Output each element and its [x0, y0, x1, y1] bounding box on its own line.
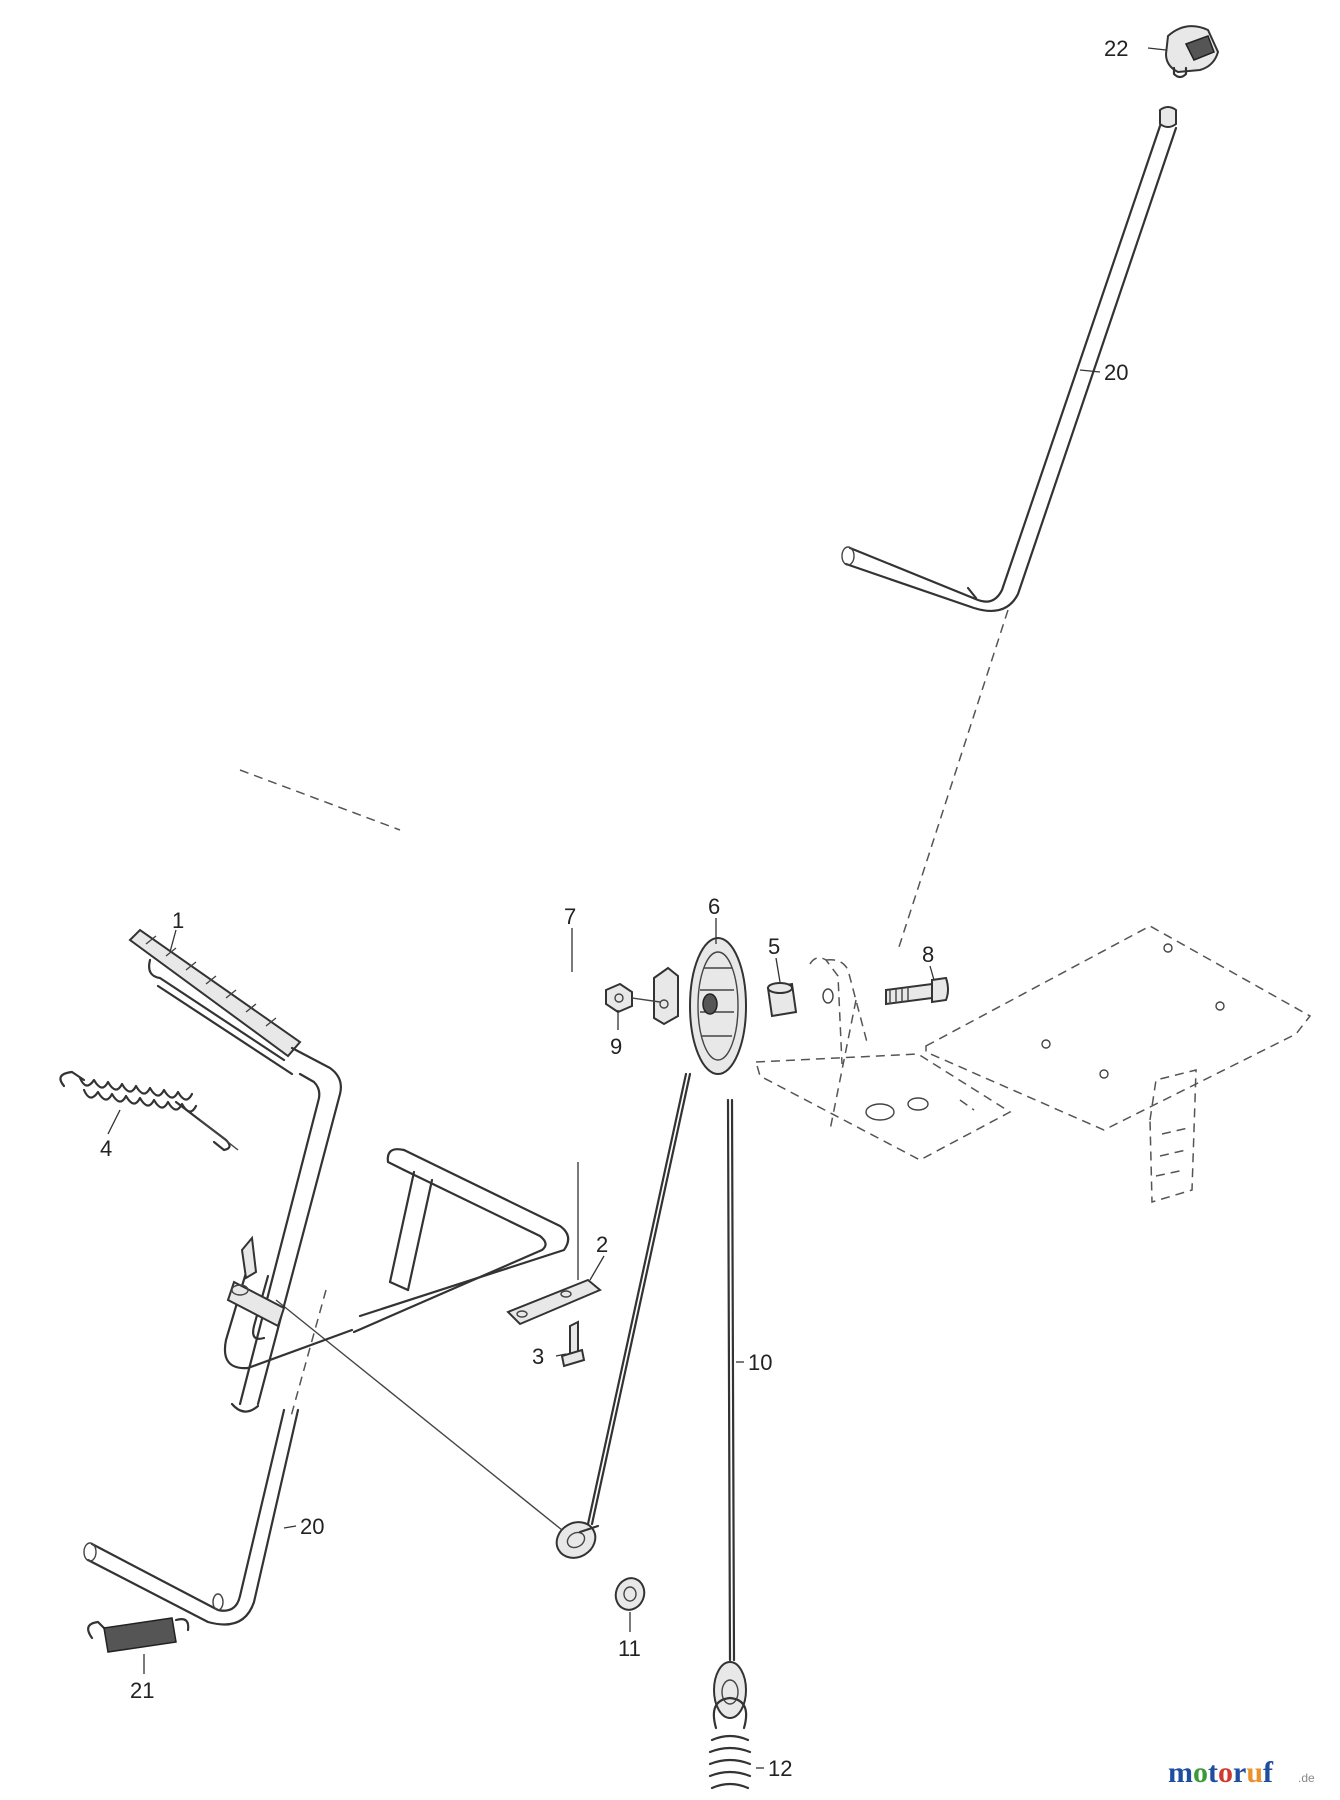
- svg-text:.de: .de: [1298, 1771, 1315, 1785]
- assembly-lines: [239, 609, 1009, 1421]
- part-2-plate: [506, 1162, 602, 1326]
- callout-4: 4: [100, 1136, 112, 1161]
- callout-leaders: [107, 47, 1167, 1769]
- part-6-pulley: [689, 937, 747, 1075]
- callout-12: 12: [768, 1756, 792, 1781]
- callout-20-lower: 20: [300, 1514, 324, 1539]
- part-5-spacer: [766, 982, 834, 1018]
- callout-10: 10: [748, 1350, 772, 1375]
- callout-3: 3: [532, 1344, 544, 1369]
- part-12-spring: [708, 1696, 752, 1790]
- callout-9: 9: [610, 1034, 622, 1059]
- linkage-rod: [555, 1072, 692, 1559]
- part-8-bolt: [885, 976, 949, 1006]
- mounting-bracket: [755, 925, 1312, 1204]
- part-11-washer: [614, 1577, 646, 1611]
- callout-20-upper: 20: [1104, 360, 1128, 385]
- part-4-spring: [59, 1070, 239, 1152]
- callout-2: 2: [596, 1232, 608, 1257]
- part-21-spring: [87, 1617, 190, 1653]
- part-9-nut: [605, 982, 661, 1014]
- callout-11: 11: [618, 1636, 641, 1661]
- watermark-logo: motoruf .de: [1168, 1756, 1315, 1789]
- callout-1: 1: [172, 908, 184, 933]
- callout-22: 22: [1104, 36, 1128, 61]
- part-7-bracket: [653, 966, 679, 1026]
- part-3-screw: [560, 1320, 586, 1368]
- part-1-pedal-frame: [128, 928, 570, 1413]
- part-20-lower-rod: [83, 1408, 300, 1626]
- callout-7: 7: [564, 904, 576, 929]
- part-20-upper-rod: [841, 106, 1178, 612]
- part-10-rod: [713, 1098, 747, 1719]
- svg-text:motoruf: motoruf: [1168, 1756, 1274, 1789]
- callout-8: 8: [922, 942, 934, 967]
- callout-21: 21: [130, 1678, 154, 1703]
- callout-6: 6: [708, 894, 720, 919]
- part-22-knob: [1164, 25, 1220, 79]
- pedal-link-line: [275, 1299, 563, 1531]
- callout-5: 5: [768, 934, 780, 959]
- callout-labels: 22 20 1 7 6 5 8 9 4 2 3 10 20 11 21 12: [100, 36, 1128, 1781]
